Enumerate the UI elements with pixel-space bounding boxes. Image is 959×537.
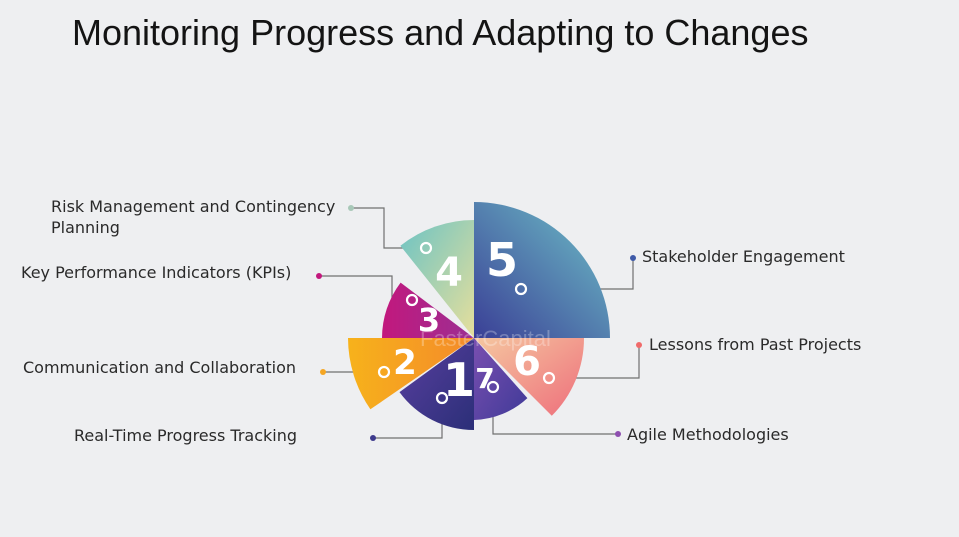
segment-6-number: 6 [513, 339, 541, 385]
label-lessons: Lessons from Past Projects [649, 334, 861, 355]
label-stakeholder: Stakeholder Engagement [642, 246, 845, 267]
label-2-text: Communication and Collaboration [23, 358, 297, 377]
segment-1-wedge [399, 338, 474, 431]
segment-2-wedge [348, 338, 474, 410]
segment-3-wedge [382, 282, 474, 338]
segment-5-wedge [474, 202, 610, 338]
segment-2-number: 2 [393, 343, 417, 383]
watermark-text: FasterCapital [420, 326, 551, 351]
segment-5-number: 5 [486, 233, 518, 287]
segment-4-marker [419, 241, 433, 255]
segment-2-marker [377, 365, 391, 379]
label-kpis: Key Performance Indicators (KPIs) [21, 262, 291, 283]
connector-6 [549, 345, 640, 379]
segment-3-marker [405, 293, 419, 307]
label-agile: Agile Methodologies [627, 424, 789, 445]
segment-7-wedge [474, 338, 528, 420]
segment-5-marker [514, 282, 528, 296]
label-3-dot [316, 273, 322, 279]
label-communication: Communication and Collaboration [23, 357, 296, 378]
label-2-dot [320, 369, 326, 375]
label-3-text: Key Performance Indicators (KPIs) [21, 263, 292, 282]
label-risk-management: Risk Management and Contingency Planning [51, 196, 335, 238]
segment-6-wedge [474, 338, 585, 416]
segment-1-marker [435, 391, 449, 405]
segment-4-wedge [400, 220, 474, 338]
segment-7-number: 7 [475, 362, 494, 395]
label-4-text: Risk Management and Contingency Planning [51, 197, 336, 237]
segment-7-marker [486, 380, 500, 394]
label-4-dot [348, 205, 354, 211]
label-1-text: Real-Time Progress Tracking [74, 426, 298, 445]
label-5-dot [630, 255, 636, 261]
label-7-dot [615, 431, 621, 437]
label-5-text: Stakeholder Engagement [642, 247, 845, 266]
segment-4-number: 4 [435, 250, 463, 296]
segment-1-number: 1 [443, 353, 475, 407]
label-1-dot [370, 435, 376, 441]
page-title: Monitoring Progress and Adapting to Chan… [72, 12, 809, 53]
label-6-text: Lessons from Past Projects [649, 335, 862, 354]
segment-6-marker [542, 371, 556, 385]
label-real-time-tracking: Real-Time Progress Tracking [74, 425, 297, 446]
label-6-dot [636, 342, 642, 348]
segment-3-number: 3 [418, 301, 440, 339]
label-7-text: Agile Methodologies [627, 425, 789, 444]
